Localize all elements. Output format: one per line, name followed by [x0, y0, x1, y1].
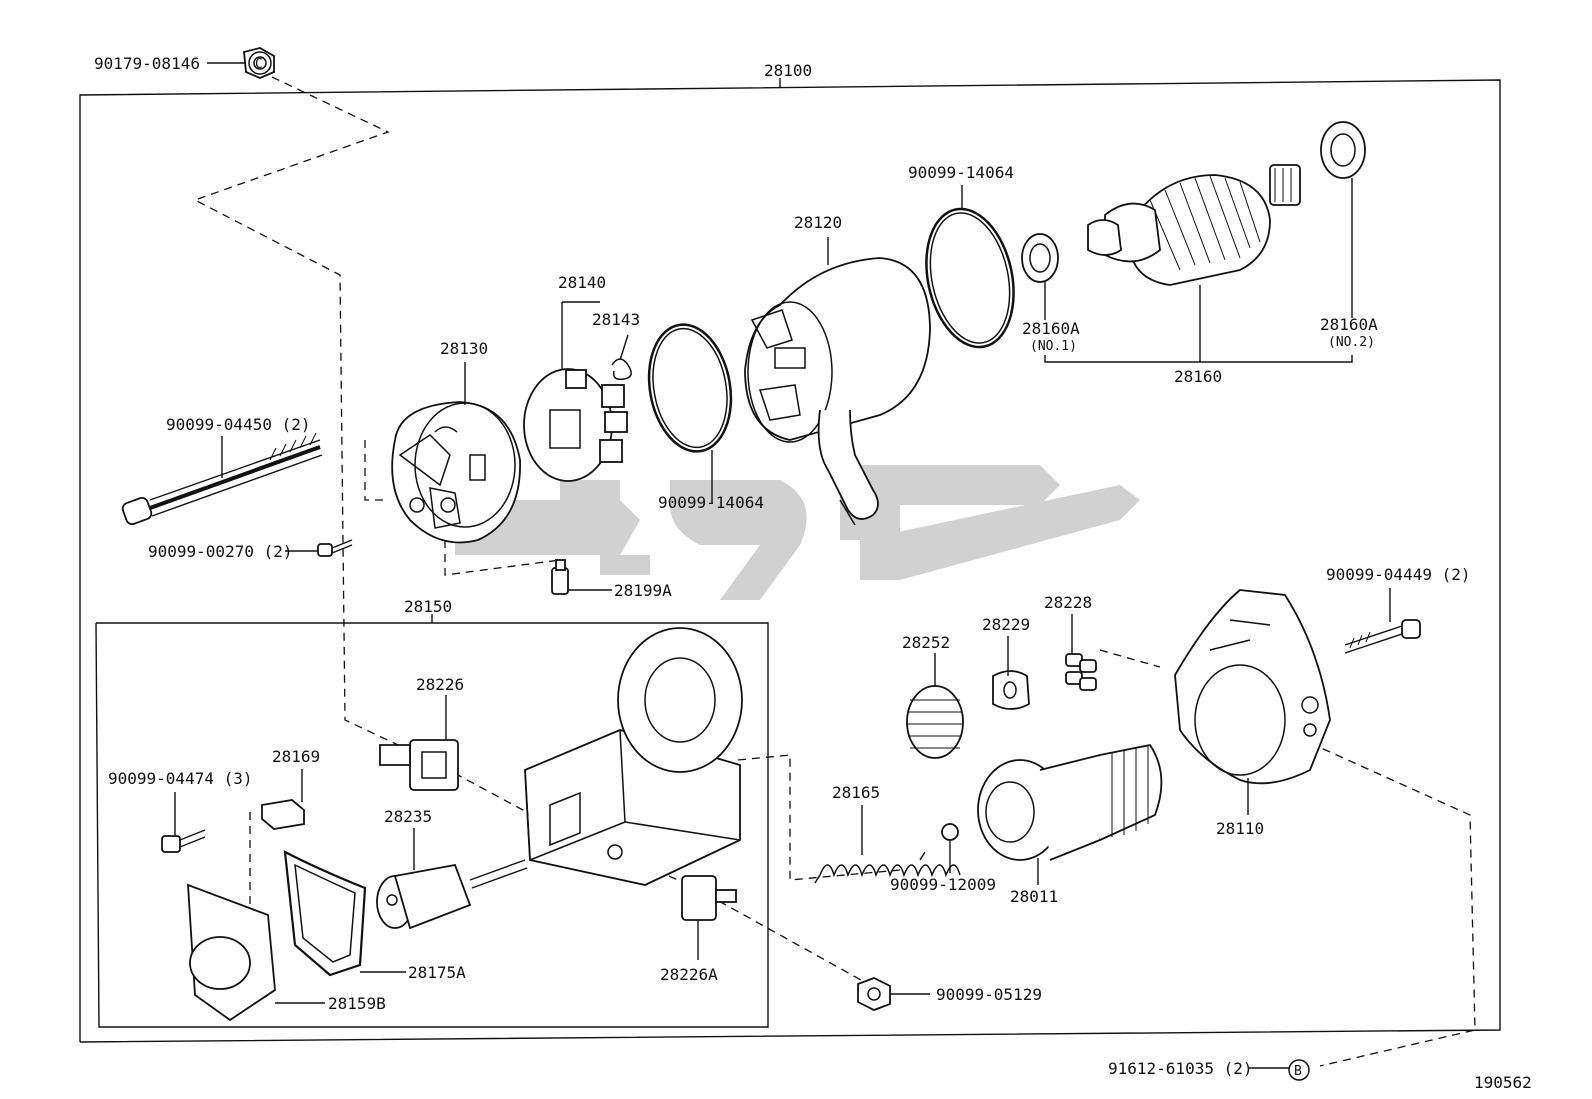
screw-90099-04474 — [161, 829, 206, 853]
label-90099-05129: 90099-05129 — [936, 985, 1042, 1004]
label-28100: 28100 — [764, 61, 812, 80]
clutch-28011 — [977, 743, 1163, 861]
label-28130: 28130 — [440, 339, 488, 358]
end-frame-28130 — [391, 401, 521, 544]
label-28160A-no2-sub: (NO.2) — [1328, 335, 1375, 350]
svg-text:B: B — [1294, 1064, 1302, 1079]
label-28159B: 28159B — [328, 994, 386, 1013]
label-91612-61035: 91612-61035 (2) — [1108, 1059, 1253, 1078]
circle-c-marker-icon: C — [248, 51, 272, 75]
label-28150: 28150 — [404, 597, 452, 616]
diagram-id: 190562 — [1474, 1073, 1532, 1092]
through-bolt-90099-04450 — [121, 432, 323, 525]
retainer-28229 — [992, 670, 1030, 710]
plug-28199A — [551, 559, 569, 595]
label-90099-00270: 90099-00270 (2) — [148, 542, 293, 561]
label-28175A: 28175A — [408, 963, 466, 982]
rollers-28228 — [1065, 653, 1097, 691]
leader-lines — [174, 62, 1391, 1069]
label-28229: 28229 — [982, 615, 1030, 634]
label-90099-14064-top: 90099-14064 — [908, 163, 1014, 182]
clip-28169 — [261, 799, 305, 830]
label-28160A-no2: 28160A — [1320, 315, 1378, 334]
o-ring-90099-14064-lower — [647, 323, 733, 453]
label-28143: 28143 — [592, 310, 640, 329]
label-28235: 28235 — [384, 807, 432, 826]
bearing-28160A-no2 — [1320, 121, 1366, 179]
circle-b-marker-icon: B — [1288, 1059, 1310, 1081]
bolt-90099-04449 — [1344, 619, 1421, 654]
label-90099-04474: 90099-04474 (3) — [108, 769, 253, 788]
terminal-28226A — [681, 875, 737, 921]
ball-90099-12009 — [941, 823, 959, 841]
plunger-28235 — [376, 859, 528, 930]
label-90099-04450: 90099-04450 (2) — [166, 415, 311, 434]
label-28160A-no1-sub: (NO.1) — [1030, 339, 1077, 354]
label-28120: 28120 — [794, 213, 842, 232]
label-28110: 28110 — [1216, 819, 1264, 838]
terminal-28226 — [379, 739, 459, 791]
label-28252: 28252 — [902, 633, 950, 652]
spring-28165 — [814, 851, 961, 884]
bearing-28160A-no1 — [1021, 233, 1059, 283]
switch-housing-28150 — [524, 627, 743, 886]
label-28140: 28140 — [558, 273, 606, 292]
label-28226: 28226 — [416, 675, 464, 694]
spring-28143 — [611, 358, 632, 381]
screw-90099-00270 — [317, 539, 353, 557]
svg-text:C: C — [255, 57, 263, 72]
end-cover-28159B — [187, 883, 276, 1022]
brush-holder-28140 — [523, 368, 628, 482]
label-28160A-no1: 28160A — [1022, 319, 1080, 338]
yoke-28120 — [744, 257, 931, 526]
bracket-28160 — [1044, 355, 1353, 363]
label-28228: 28228 — [1044, 593, 1092, 612]
label-28165: 28165 — [832, 783, 880, 802]
label-90099-14064-bottom: 90099-14064 — [658, 493, 764, 512]
label-28226A: 28226A — [660, 965, 718, 984]
label-28160: 28160 — [1174, 367, 1222, 386]
frame-28100 — [79, 79, 1501, 1043]
frame-28150 — [95, 622, 769, 1028]
alignment-lines — [193, 76, 1476, 1067]
starter-housing-28110 — [1174, 589, 1331, 785]
nut-90099-05129 — [857, 977, 891, 1011]
label-90179-08146: 90179-08146 — [94, 54, 200, 73]
label-28199A: 28199A — [614, 581, 672, 600]
label-28169: 28169 — [272, 747, 320, 766]
label-90099-04449: 90099-04449 (2) — [1326, 565, 1471, 584]
label-28011: 28011 — [1010, 887, 1058, 906]
label-90099-12009: 90099-12009 — [890, 875, 996, 894]
gasket-28175A — [283, 850, 367, 977]
o-ring-90099-14064-upper — [925, 207, 1015, 349]
part-labels: 90179-08146 28100 90099-14064 28120 2814… — [94, 54, 1532, 1092]
watermark-logo — [455, 465, 1140, 600]
armature-28160 — [1087, 164, 1301, 286]
idler-gear-28252 — [906, 685, 964, 759]
